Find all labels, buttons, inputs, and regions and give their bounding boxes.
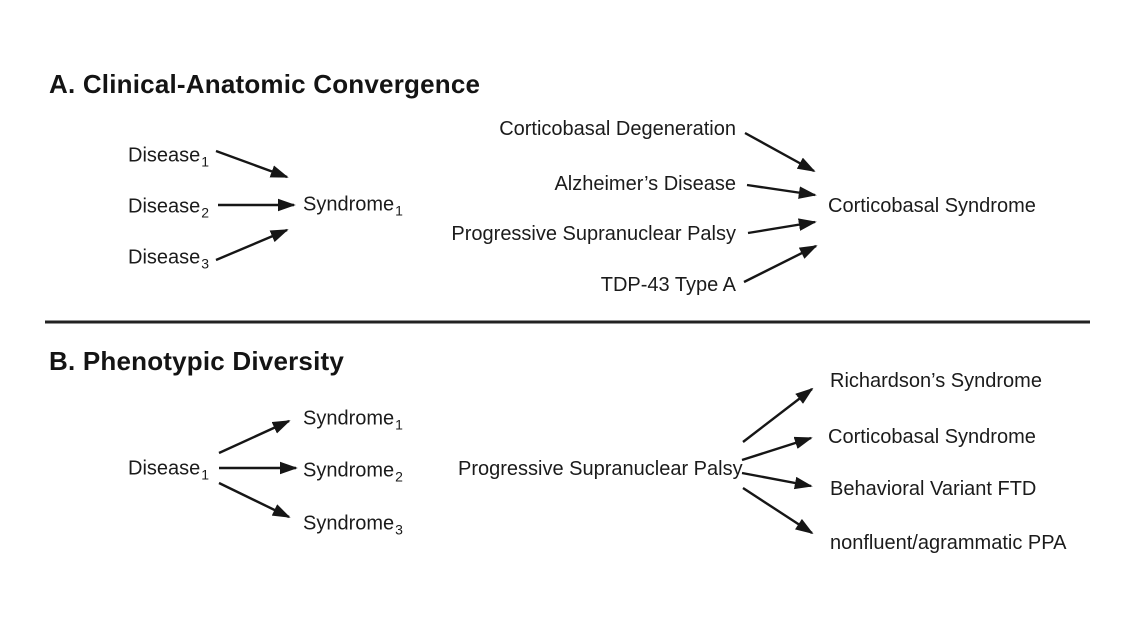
arrow-a-psp-to-cbs	[747, 218, 817, 235]
arrow-a-disease3-to-syndrome1	[215, 228, 289, 262]
label-b-disease-1-sub: 1	[201, 466, 210, 483]
label-b-syndrome-1-base: Syndrome	[303, 407, 395, 430]
label-b-disease-1: Disease1	[128, 457, 210, 483]
arrow-b-disease1-to-syndrome3	[218, 481, 291, 519]
label-b-syndrome-2: Syndrome2	[303, 459, 403, 485]
label-b-richardsons-syndrome: Richardson’s Syndrome	[830, 370, 1042, 392]
label-a-disease-3: Disease3	[128, 246, 210, 272]
label-a-syndrome-1: Syndrome1	[303, 193, 403, 219]
arrow-a-ad-to-cbs	[746, 183, 817, 199]
label-a-corticobasal-degeneration: Corticobasal Degeneration	[499, 118, 736, 140]
arrow-b-psp-to-nfppa	[742, 486, 814, 535]
label-b-syndrome-3-sub: 3	[395, 521, 403, 538]
label-a-syndrome-1-sub: 1	[395, 202, 403, 219]
label-b-behavioral-variant-ftd: Behavioral Variant FTD	[830, 478, 1037, 500]
arrow-b-psp-to-richardsons	[742, 387, 814, 443]
label-a-progressive-supranuclear-palsy: Progressive Supranuclear Palsy	[451, 223, 736, 245]
arrow-a-tdp43-to-cbs	[743, 244, 818, 284]
label-a-disease-2-base: Disease	[128, 195, 201, 218]
arrow-a-disease1-to-syndrome1	[215, 149, 289, 179]
label-b-syndrome-2-sub: 2	[395, 468, 403, 485]
arrow-b-disease1-to-syndrome1	[218, 419, 291, 455]
arrow-b-psp-to-cbs	[741, 436, 813, 462]
label-a-disease-2: Disease2	[128, 195, 210, 221]
label-b-progressive-supranuclear-palsy: Progressive Supranuclear Palsy	[458, 458, 743, 480]
label-a-tdp43-type-a: TDP-43 Type A	[600, 274, 736, 296]
arrow-a-cbd-to-cbs	[744, 131, 816, 173]
label-b-syndrome-3-base: Syndrome	[303, 512, 395, 535]
label-b-syndrome-3: Syndrome3	[303, 512, 403, 538]
panel-b-title: B. Phenotypic Diversity	[49, 346, 345, 376]
label-a-disease-3-sub: 3	[201, 255, 210, 272]
label-a-disease-3-base: Disease	[128, 246, 201, 269]
label-a-alzheimers-disease: Alzheimer’s Disease	[554, 173, 736, 195]
label-a-disease-1-base: Disease	[128, 144, 201, 167]
label-a-syndrome-1-base: Syndrome	[303, 193, 395, 216]
panel-a-title: A. Clinical-Anatomic Convergence	[49, 69, 481, 99]
label-a-disease-2-sub: 2	[201, 204, 210, 221]
label-b-syndrome-1: Syndrome1	[303, 407, 403, 433]
label-a-disease-1-sub: 1	[201, 153, 210, 170]
label-b-syndrome-2-base: Syndrome	[303, 459, 395, 482]
label-b-corticobasal-syndrome: Corticobasal Syndrome	[828, 426, 1036, 448]
arrow-b-psp-to-bvftd	[741, 471, 813, 490]
label-b-nonfluent-agrammatic-ppa: nonfluent/agrammatic PPA	[830, 532, 1067, 554]
label-a-corticobasal-syndrome: Corticobasal Syndrome	[828, 195, 1036, 217]
label-b-disease-1-base: Disease	[128, 457, 201, 480]
label-a-disease-1: Disease1	[128, 144, 210, 170]
label-b-syndrome-1-sub: 1	[395, 416, 403, 433]
